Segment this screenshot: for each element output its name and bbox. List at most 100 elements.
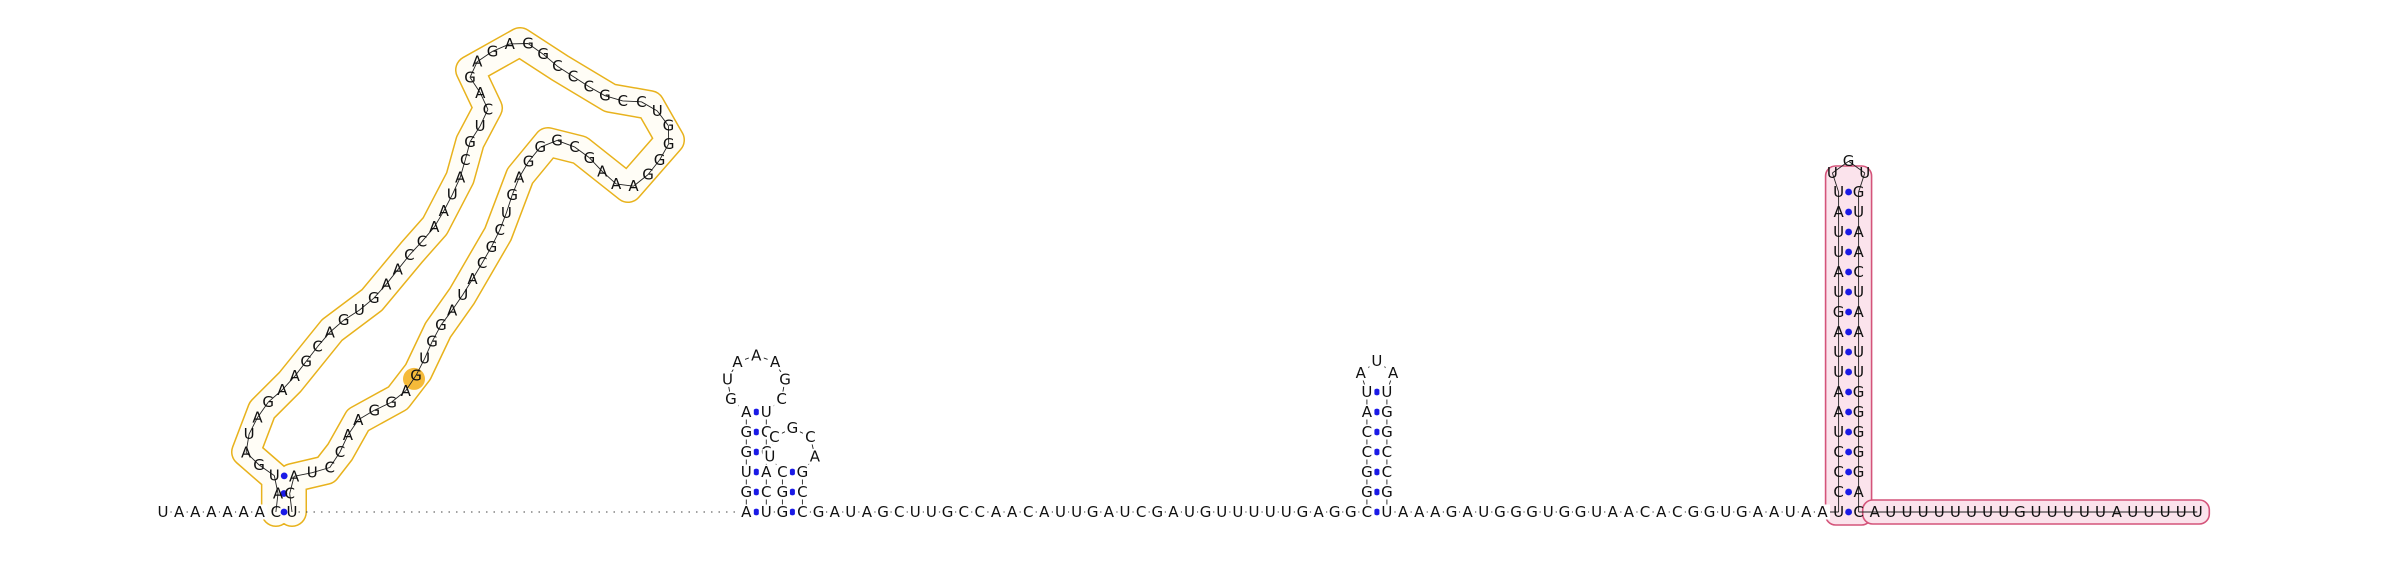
nucleotide-U: U xyxy=(761,503,772,521)
nucleotide-A: A xyxy=(447,301,458,319)
nucleotide-backdrop xyxy=(956,504,972,520)
nucleotide-U: U xyxy=(1120,503,1131,521)
nucleotide-backdrop xyxy=(774,464,790,480)
nucleotide-backdrop xyxy=(794,504,810,520)
nucleotide-backdrop xyxy=(1101,504,1117,520)
nucleotide-C: C xyxy=(1136,503,1146,521)
nucleotide-U: U xyxy=(1720,503,1731,521)
nucleotide-backdrop xyxy=(767,354,783,370)
nucleotide-U: U xyxy=(1885,503,1896,521)
nucleotide-G: G xyxy=(813,503,825,521)
nucleotide-U: U xyxy=(287,503,298,521)
base-pair-dot xyxy=(752,508,760,516)
nucleotide-G: G xyxy=(1853,383,1865,401)
nucleotide-U: U xyxy=(2063,503,2074,521)
nucleotide-G: G xyxy=(1200,503,1212,521)
nucleotide-A: A xyxy=(741,503,752,521)
nucleotide-backdrop xyxy=(1359,444,1375,460)
nucleotide-U: U xyxy=(1184,503,1195,521)
nucleotide-C: C xyxy=(271,503,281,521)
nucleotide-A: A xyxy=(1398,503,1409,521)
base-pair-layer xyxy=(280,188,1852,516)
nucleotide-G: G xyxy=(522,35,534,53)
nucleotide-backdrop xyxy=(1343,504,1359,520)
nucleotide-C: C xyxy=(1672,503,1682,521)
nucleotide-A: A xyxy=(1656,503,1667,521)
nucleotide-backdrop xyxy=(252,504,268,520)
base-pair-dot xyxy=(789,508,796,516)
nucleotide-A: A xyxy=(1624,503,1635,521)
nucleotide-backdrop xyxy=(1492,504,1508,520)
nucleotide-G: G xyxy=(410,366,422,384)
nucleotide-backdrop xyxy=(1165,504,1181,520)
nucleotide-A: A xyxy=(611,175,622,193)
nucleotide-backdrop xyxy=(1359,464,1375,480)
nucleotide-backdrop xyxy=(1427,504,1443,520)
nucleotide-A: A xyxy=(455,169,466,187)
nucleotide-layer: UAAAAAAAGUGGAGUAAAGCUCCACUGGCUCGCAGCCGAU… xyxy=(155,35,2203,521)
nucleotide-backdrop xyxy=(1262,504,1278,520)
nucleotide-A: A xyxy=(514,169,525,187)
nucleotide-A: A xyxy=(289,467,300,485)
nucleotide-C: C xyxy=(1023,503,1033,521)
nucleotide-backdrop xyxy=(875,504,891,520)
nucleotide-C: C xyxy=(460,151,470,169)
nucleotide-G: G xyxy=(1494,503,1506,521)
nucleotide-backdrop xyxy=(1573,504,1588,520)
nucleotide-A: A xyxy=(751,346,762,364)
nucleotide-U: U xyxy=(761,403,772,421)
nucleotide-C: C xyxy=(1833,463,1843,481)
nucleotide-A: A xyxy=(1853,483,1864,501)
base-pair-dot xyxy=(1845,508,1852,516)
nucleotide-A: A xyxy=(732,353,743,371)
nucleotide-U: U xyxy=(1478,503,1489,521)
nucleotide-U: U xyxy=(926,503,937,521)
nucleotide-G: G xyxy=(1575,503,1587,521)
nucleotide-C: C xyxy=(1382,443,1392,461)
base-pair-dot xyxy=(1373,408,1381,416)
nucleotide-A: A xyxy=(1833,323,1844,341)
nucleotide-U: U xyxy=(1853,343,1864,361)
nucleotide-backdrop xyxy=(738,444,754,460)
nucleotide-U: U xyxy=(1591,503,1602,521)
nucleotide-backdrop xyxy=(1379,404,1395,420)
nucleotide-U: U xyxy=(307,464,318,482)
nucleotide-C: C xyxy=(777,463,787,481)
base-pair-dot xyxy=(752,428,760,436)
nucleotide-backdrop xyxy=(1734,504,1750,520)
nucleotide-G: G xyxy=(300,352,312,370)
nucleotide-G: G xyxy=(1843,152,1855,170)
nucleotide-C: C xyxy=(583,78,593,96)
nucleotide-U: U xyxy=(1785,503,1796,521)
nucleotide-U: U xyxy=(1216,503,1227,521)
nucleotide-backdrop xyxy=(1508,504,1524,520)
nucleotide-U: U xyxy=(1543,503,1554,521)
nucleotide-A: A xyxy=(1769,503,1780,521)
nucleotide-A: A xyxy=(1362,403,1373,421)
nucleotide-backdrop xyxy=(758,504,774,520)
nucleotide-G: G xyxy=(523,153,535,171)
nucleotide-backdrop xyxy=(1133,504,1149,520)
nucleotide-backdrop xyxy=(1379,424,1395,440)
nucleotide-backdrop xyxy=(1379,504,1395,520)
nucleotide-A: A xyxy=(1853,323,1864,341)
nucleotide-U: U xyxy=(2143,503,2154,521)
nucleotide-A: A xyxy=(1801,503,1812,521)
nucleotide-A: A xyxy=(1833,403,1844,421)
nucleotide-C: C xyxy=(797,483,807,501)
nucleotide-A: A xyxy=(830,503,841,521)
nucleotide-backdrop xyxy=(774,484,790,500)
nucleotide-backdrop xyxy=(1460,504,1476,520)
nucleotide-G: G xyxy=(464,68,476,86)
nucleotide-A: A xyxy=(1870,503,1881,521)
nucleotide-A: A xyxy=(174,503,185,521)
nucleotide-backdrop xyxy=(1815,504,1830,520)
nucleotide-G: G xyxy=(642,166,654,184)
nucleotide-U: U xyxy=(1833,183,1844,201)
nucleotide-G: G xyxy=(877,503,889,521)
nucleotide-backdrop xyxy=(1702,504,1717,520)
nucleotide-U: U xyxy=(1950,503,1961,521)
nucleotide-A: A xyxy=(1608,503,1619,521)
nucleotide-U: U xyxy=(741,463,752,481)
nucleotide-A: A xyxy=(475,84,486,102)
